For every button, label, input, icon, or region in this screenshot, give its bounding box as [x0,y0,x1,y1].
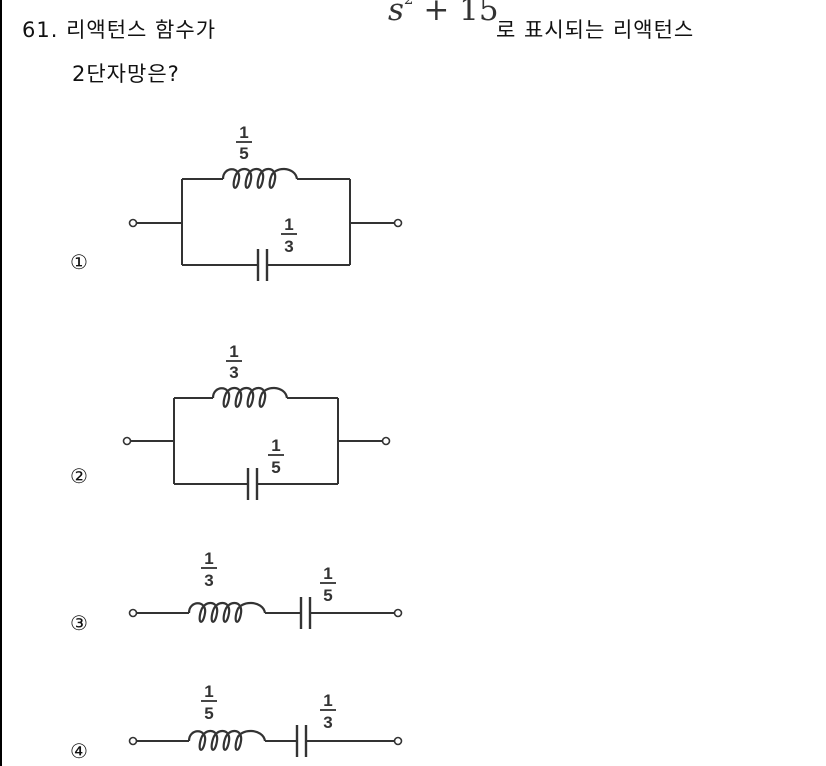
terminal-left [128,608,138,618]
inductor [221,167,299,189]
choice-4-marker[interactable]: ④ [70,739,88,763]
choice-1-marker[interactable]: ① [70,250,88,274]
choice-2-marker[interactable]: ② [70,464,88,488]
capacitor-value-numerator: 1 [323,691,332,710]
circuit-1: 1 5 1 3 [128,123,403,281]
circuit-2: 1 3 1 5 [122,342,391,500]
capacitor-value-denominator: 3 [284,237,293,256]
choice-3-marker[interactable]: ③ [70,611,88,635]
formula-variable: s [388,0,404,28]
question-line-2: 2단자망은? [72,62,180,86]
inductor-value-denominator: 3 [204,571,213,590]
question-text-before: 리액턴스 함수가 [66,18,217,42]
inductor [211,386,289,408]
inductor-value-denominator: 3 [229,363,238,382]
inductor-value-numerator: 1 [239,123,248,142]
terminal-right [393,608,403,618]
terminal-left [128,736,138,746]
capacitor-value-denominator: 3 [323,713,332,732]
question-line-1: 61. 리액턴스 함수가 [22,14,216,44]
terminal-right [381,436,391,446]
inductor-value-numerator: 1 [204,549,213,568]
formula-exponent: 2 [404,0,414,8]
inductor-value-numerator: 1 [204,682,213,701]
reactance-formula: s2 + 15 [388,0,499,28]
terminal-left [122,436,132,446]
terminal-left [128,218,138,228]
inductor [187,729,267,751]
question-text-after: 로 표시되는 리액턴스 [496,18,695,42]
terminal-right [393,736,403,746]
capacitor-value-denominator: 5 [323,586,332,605]
inductor-value-denominator: 5 [204,704,213,723]
capacitor-value-numerator: 1 [323,564,332,583]
formula-rest: + 15 [413,0,499,28]
page-border-left [0,0,2,766]
inductor-value-numerator: 1 [229,342,238,361]
terminal-right [393,218,403,228]
circuit-3: 1 3 1 5 [128,549,403,629]
inductor [187,601,267,623]
capacitor-value-numerator: 1 [284,215,293,234]
capacitor-value-denominator: 5 [271,458,280,477]
circuit-4: 1 5 1 3 [128,682,403,757]
inductor-value-denominator: 5 [239,144,248,163]
question-number: 61. [22,18,59,42]
capacitor-value-numerator: 1 [271,436,280,455]
